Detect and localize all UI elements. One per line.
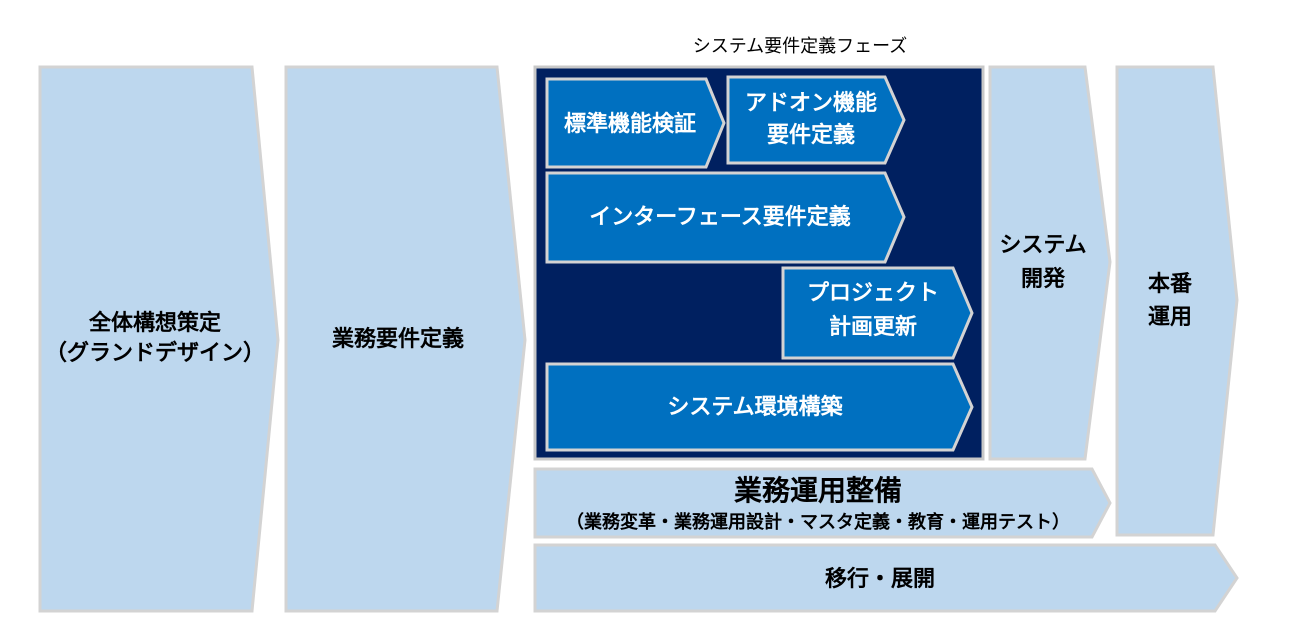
block-project-plan-update: プロジェクト 計画更新 [781, 266, 974, 360]
block-label: 業務要件定義 [332, 326, 464, 352]
block-business-operation-prep: 業務運用整備 （業務変革・業務運用設計・マスタ定義・教育・運用テスト） [533, 467, 1112, 539]
block-label: 標準機能検証 [564, 111, 696, 137]
block-grand-design: 全体構想策定 （グランドデザイン） [38, 65, 280, 613]
block-business-requirements: 業務要件定義 [284, 65, 527, 613]
block-system-environment: システム環境構築 [545, 362, 974, 452]
block-label: 移行・展開 [825, 566, 935, 592]
block-label: アドオン機能 [745, 90, 877, 116]
block-system-development: システム 開発 [988, 65, 1112, 461]
block-label: 本番 [1148, 272, 1193, 297]
block-label: 要件定義 [767, 122, 855, 148]
block-migration-rollout: 移行・展開 [533, 543, 1239, 613]
block-label: システム [999, 233, 1086, 258]
block-label: 計画更新 [829, 314, 917, 340]
block-addon-requirements: アドオン機能 要件定義 [726, 75, 906, 165]
block-label: 業務運用整備 [734, 474, 902, 507]
block-sublabel: （業務変革・業務運用設計・マスタ定義・教育・運用テスト） [566, 511, 1070, 533]
block-label: 運用 [1148, 305, 1192, 330]
block-label: 全体構想策定 [88, 310, 221, 336]
system-requirements-phase-box: 標準機能検証 アドオン機能 要件定義 インターフェース要件定義 プロジェクト 計… [533, 65, 985, 461]
block-label: システム環境構築 [667, 394, 843, 420]
block-standard-function-verification: 標準機能検証 [545, 77, 726, 169]
phase-title: システム要件定義フェーズ [693, 36, 908, 57]
block-label: 開発 [1021, 267, 1066, 292]
block-production-operation: 本番 運用 [1115, 65, 1239, 537]
block-label: （グランドデザイン） [45, 340, 265, 366]
block-label: プロジェクト [807, 281, 939, 306]
block-label: インターフェース要件定義 [589, 204, 851, 230]
block-interface-requirements: インターフェース要件定義 [545, 171, 906, 264]
